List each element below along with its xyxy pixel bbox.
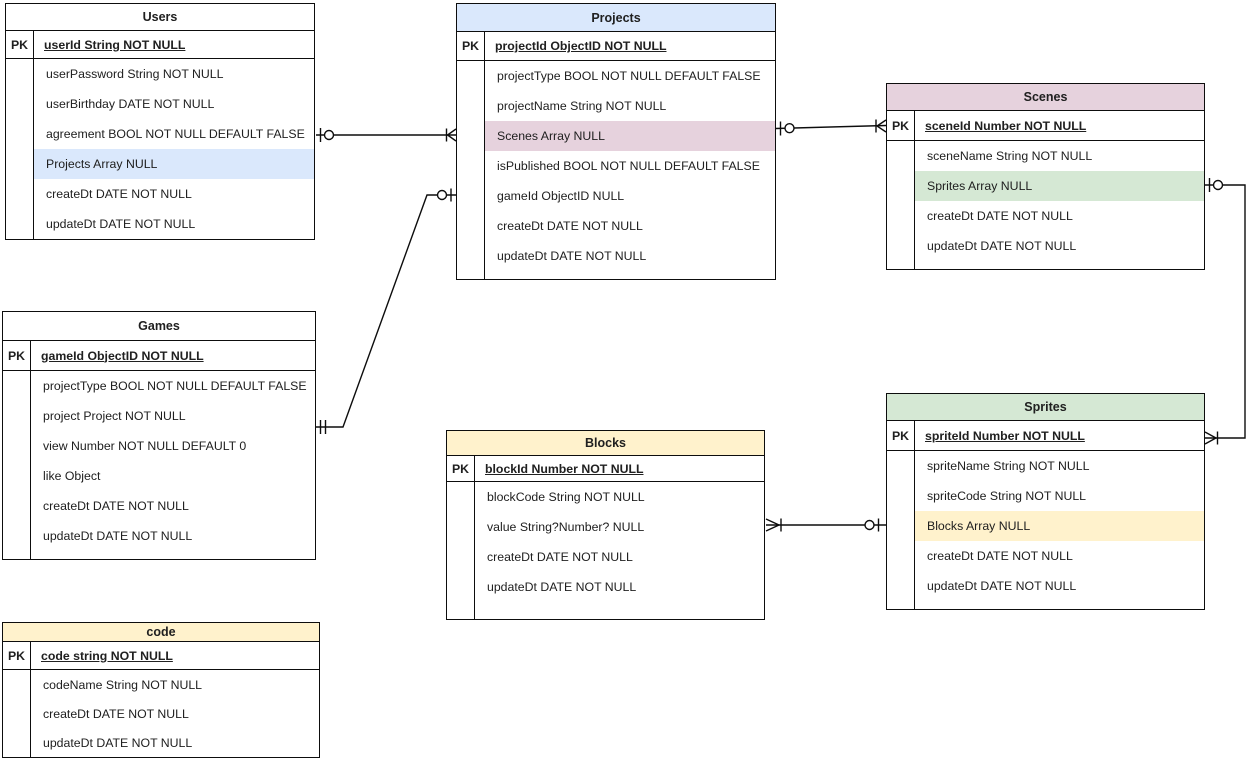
crows-foot-icon	[446, 128, 457, 142]
table-title: Scenes	[887, 84, 1204, 111]
entity-table-projects: Projects PK projectId ObjectID NOT NULL …	[456, 3, 776, 280]
table-title: Sprites	[887, 394, 1204, 421]
field-row: view Number NOT NULL DEFAULT 0	[43, 439, 247, 453]
pk-column	[447, 482, 475, 619]
field-row: createDt DATE NOT NULL	[46, 187, 192, 201]
field-row: isPublished BOOL NOT NULL DEFAULT FALSE	[497, 159, 760, 173]
table-title: code	[3, 623, 319, 642]
pk-label: PK	[887, 421, 915, 450]
pk-label: PK	[887, 111, 915, 140]
pk-column	[887, 141, 915, 269]
field-row-highlighted: Sprites Array NULL	[915, 171, 1204, 201]
field-row: updateDt DATE NOT NULL	[43, 529, 193, 543]
zero-circle-icon	[784, 122, 795, 134]
connector-blocks-sprites	[765, 518, 886, 532]
field-row: updateDt DATE NOT NULL	[497, 249, 647, 263]
field-row: userPassword String NOT NULL	[46, 67, 224, 81]
field-row: like Object	[43, 469, 101, 483]
crows-foot-icon	[1204, 431, 1218, 445]
field-row: updateDt DATE NOT NULL	[487, 580, 637, 594]
table-body: projectType BOOL NOT NULL DEFAULT FALSE …	[3, 371, 315, 559]
pk-label: PK	[3, 341, 31, 370]
field-row: createDt DATE NOT NULL	[927, 209, 1073, 223]
field-row: projectType BOOL NOT NULL DEFAULT FALSE	[43, 379, 307, 393]
field-row: createDt DATE NOT NULL	[497, 219, 643, 233]
field-row: value String?Number? NULL	[487, 520, 645, 534]
field-row-highlighted: Projects Array NULL	[34, 149, 314, 179]
pk-field: sceneId Number NOT NULL	[925, 118, 1087, 133]
pk-label: PK	[457, 32, 485, 60]
table-body: blockCode String NOT NULL value String?N…	[447, 482, 764, 619]
pk-field: projectId ObjectID NOT NULL	[495, 39, 667, 53]
field-row: createDt DATE NOT NULL	[43, 499, 189, 513]
pk-row: PK projectId ObjectID NOT NULL	[457, 32, 775, 61]
table-title: Projects	[457, 4, 775, 32]
pk-label: PK	[3, 642, 31, 669]
entity-table-code: code PK code string NOT NULL codeName St…	[2, 622, 320, 758]
field-row: gameId ObjectID NULL	[497, 189, 625, 203]
table-title: Blocks	[447, 431, 764, 456]
field-row: createDt DATE NOT NULL	[927, 549, 1073, 563]
table-title: Games	[3, 312, 315, 341]
field-row: spriteName String NOT NULL	[927, 459, 1090, 473]
field-row: sceneName String NOT NULL	[927, 149, 1093, 163]
field-row: blockCode String NOT NULL	[487, 490, 645, 504]
pk-field: spriteId Number NOT NULL	[925, 428, 1085, 443]
pk-label: PK	[6, 31, 34, 58]
pk-column	[3, 371, 31, 559]
pk-row: PK spriteId Number NOT NULL	[887, 421, 1204, 451]
zero-circle-icon	[323, 129, 335, 141]
field-row: agreement BOOL NOT NULL DEFAULT FALSE	[46, 127, 305, 141]
entity-table-scenes: Scenes PK sceneId Number NOT NULL sceneN…	[886, 83, 1205, 270]
field-row: updateDt DATE NOT NULL	[927, 239, 1077, 253]
field-row-highlighted: Blocks Array NULL	[915, 511, 1204, 541]
connector-users-projects	[316, 128, 457, 142]
table-body: sceneName String NOT NULL Sprites Array …	[887, 141, 1204, 269]
field-row: codeName String NOT NULL	[43, 677, 203, 692]
pk-field: userId String NOT NULL	[44, 37, 186, 52]
table-body: projectType BOOL NOT NULL DEFAULT FALSE …	[457, 61, 775, 279]
field-row: createDt DATE NOT NULL	[43, 706, 189, 721]
pk-row: PK gameId ObjectID NOT NULL	[3, 341, 315, 371]
entity-table-games: Games PK gameId ObjectID NOT NULL projec…	[2, 311, 316, 560]
crows-foot-icon	[765, 518, 781, 532]
connector-games-projects	[316, 188, 456, 434]
table-body: spriteName String NOT NULL spriteCode St…	[887, 451, 1204, 609]
pk-field: blockId Number NOT NULL	[485, 461, 644, 476]
pk-column	[457, 61, 485, 279]
pk-label: PK	[447, 456, 475, 481]
entity-table-users: Users PK userId String NOT NULL userPass…	[5, 3, 315, 240]
field-row: updateDt DATE NOT NULL	[927, 579, 1077, 593]
pk-column	[887, 451, 915, 609]
field-row: createDt DATE NOT NULL	[487, 550, 633, 564]
table-body: userPassword String NOT NULL userBirthda…	[6, 59, 314, 239]
zero-circle-icon	[1212, 179, 1224, 191]
field-row: spriteCode String NOT NULL	[927, 489, 1087, 503]
table-title: Users	[6, 4, 314, 32]
crows-foot-icon	[875, 119, 887, 133]
entity-table-sprites: Sprites PK spriteId Number NOT NULL spri…	[886, 393, 1205, 610]
entity-table-blocks: Blocks PK blockId Number NOT NULL blockC…	[446, 430, 765, 620]
pk-row: PK sceneId Number NOT NULL	[887, 111, 1204, 141]
connector-projects-scenes	[775, 119, 887, 136]
zero-circle-icon	[864, 519, 875, 531]
pk-field: gameId ObjectID NOT NULL	[41, 348, 204, 363]
connector-scenes-sprites	[1204, 178, 1246, 445]
pk-field: code string NOT NULL	[41, 648, 173, 663]
pk-row: PK code string NOT NULL	[3, 642, 319, 670]
zero-circle-icon	[436, 189, 448, 201]
field-row: userBirthday DATE NOT NULL	[46, 97, 215, 111]
field-row: updateDt DATE NOT NULL	[43, 735, 193, 750]
field-row-highlighted: Scenes Array NULL	[485, 121, 775, 151]
table-body: codeName String NOT NULL createDt DATE N…	[3, 670, 319, 757]
field-row: projectType BOOL NOT NULL DEFAULT FALSE	[497, 69, 761, 83]
pk-row: PK userId String NOT NULL	[6, 31, 314, 59]
pk-row: PK blockId Number NOT NULL	[447, 456, 764, 482]
field-row: project Project NOT NULL	[43, 409, 186, 423]
field-row: updateDt DATE NOT NULL	[46, 217, 196, 231]
pk-column	[6, 59, 34, 239]
pk-column	[3, 670, 31, 757]
field-row: projectName String NOT NULL	[497, 99, 667, 113]
